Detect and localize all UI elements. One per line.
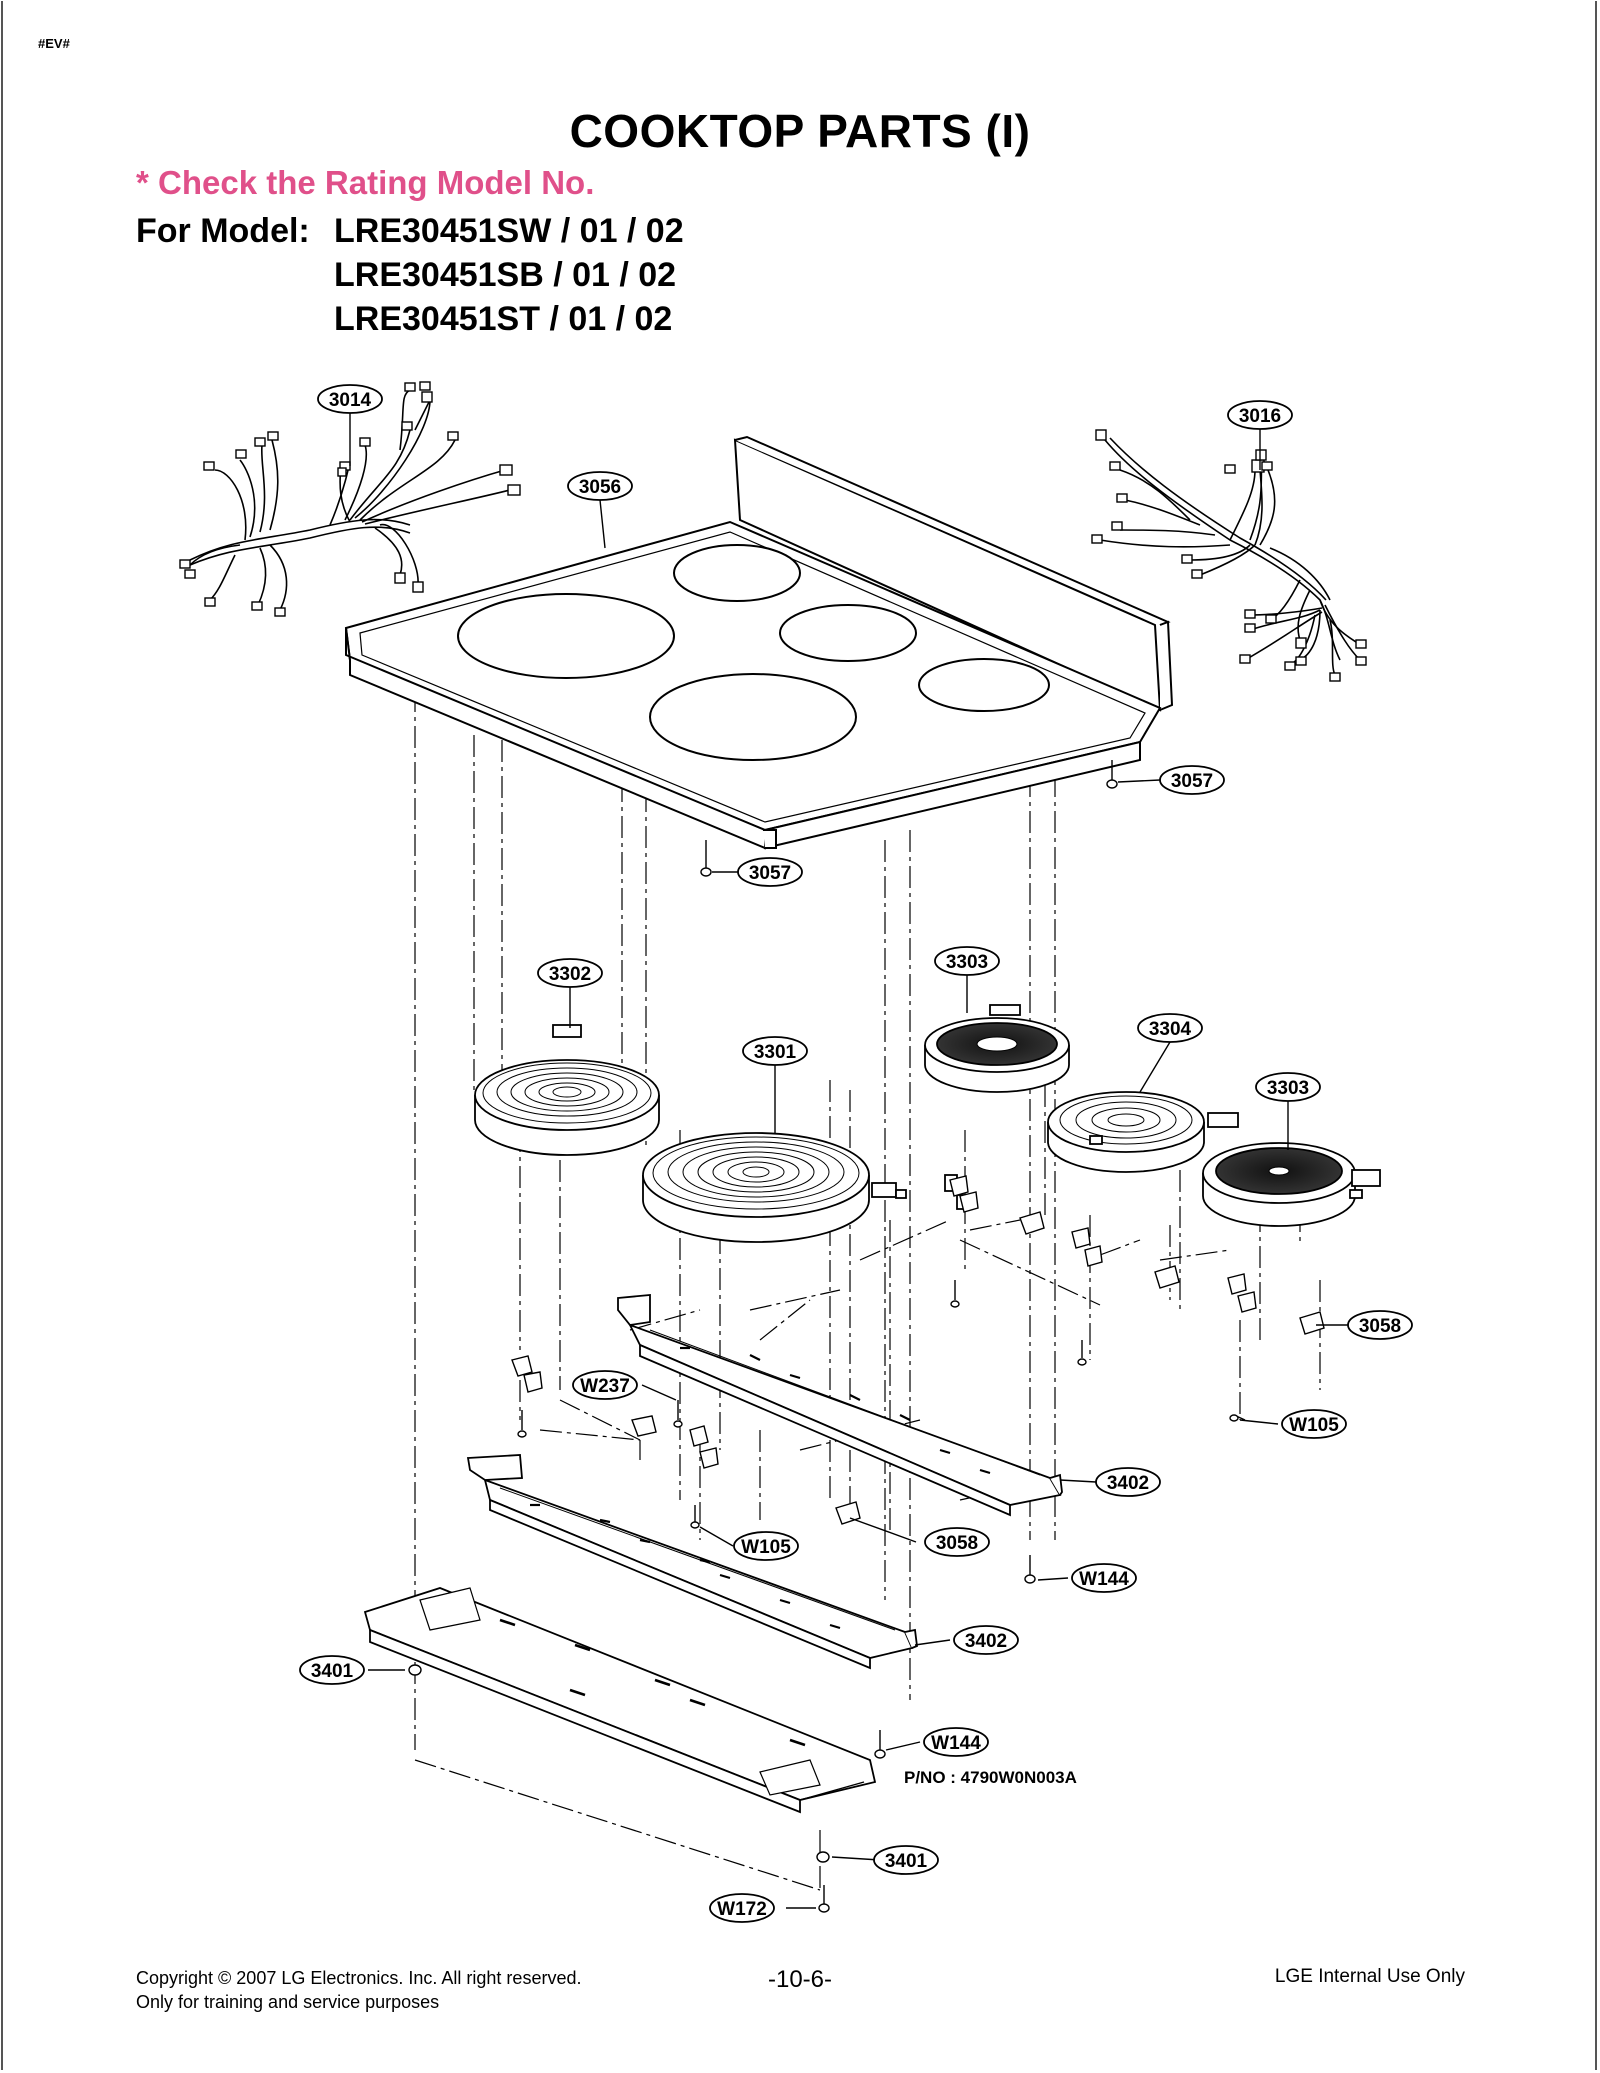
- callout-oval: [737, 857, 803, 887]
- burner-element-3304: [1047, 1091, 1239, 1173]
- wire-connectors-left: [179, 381, 521, 617]
- callout-text: W237: [580, 1376, 630, 1397]
- callout-oval: [742, 1036, 808, 1066]
- callout-3014: 3014: [317, 384, 383, 414]
- callout-oval: [572, 1370, 638, 1400]
- callout-oval: [1159, 765, 1225, 795]
- bracket-upper-3402: [617, 1294, 1063, 1517]
- callout-oval: [317, 384, 383, 414]
- callout-3402: 3402: [953, 1625, 1019, 1655]
- callout-text: 3303: [946, 952, 988, 973]
- callout-3016: 3016: [1227, 400, 1293, 430]
- burner-element-3301: [642, 1132, 970, 1243]
- callout-text: 3058: [1359, 1316, 1401, 1337]
- copyright-text: Copyright © 2007 LG Electronics. Inc. Al…: [136, 1968, 582, 1988]
- callout-oval: [924, 1527, 990, 1557]
- callout-w105: W105: [733, 1531, 799, 1561]
- document-tag: #EV#: [38, 36, 70, 51]
- page-title: COOKTOP PARTS (I): [569, 105, 1031, 157]
- callout-oval: [299, 1655, 365, 1685]
- callout-3302: 3302: [537, 958, 603, 988]
- callout-3303: 3303: [1255, 1072, 1321, 1102]
- callout-oval: [1071, 1563, 1137, 1593]
- callout-oval: [537, 958, 603, 988]
- callout-text: 3057: [1171, 771, 1213, 792]
- callout-oval: [709, 1893, 775, 1923]
- leader-lines: [349, 412, 1348, 1909]
- callout-text: 3016: [1239, 406, 1281, 427]
- burner-element-3303-bottom: [1202, 1142, 1381, 1227]
- callout-w105: W105: [1281, 1409, 1347, 1439]
- callout-text: W144: [931, 1733, 981, 1754]
- callout-oval: [1347, 1310, 1413, 1340]
- callout-3058: 3058: [1347, 1310, 1413, 1340]
- internal-use-label: LGE Internal Use Only: [1274, 1966, 1465, 1987]
- callout-3057: 3057: [1159, 765, 1225, 795]
- callout-3402: 3402: [1095, 1467, 1161, 1497]
- callout-text: 3402: [965, 1631, 1007, 1652]
- callout-text: W144: [1079, 1569, 1129, 1590]
- callout-3303: 3303: [934, 946, 1000, 976]
- callout-w144: W144: [1071, 1563, 1137, 1593]
- callout-text: 3301: [754, 1042, 797, 1063]
- model-line-2: LRE30451SB / 01 / 02: [334, 256, 677, 294]
- callout-w237: W237: [572, 1370, 638, 1400]
- callout-oval: [934, 946, 1000, 976]
- model-label: For Model:: [136, 212, 310, 250]
- callout-text: 3302: [549, 964, 591, 985]
- page-number: -10-6-: [767, 1966, 833, 1993]
- callout-oval: [567, 471, 633, 501]
- callout-text: 3303: [1267, 1078, 1309, 1099]
- callout-text: W105: [741, 1537, 791, 1558]
- callout-text: 3058: [936, 1533, 978, 1554]
- callout-oval: [873, 1845, 939, 1875]
- burner-element-3303-top: [924, 1004, 1070, 1093]
- rating-note: * Check the Rating Model No.: [136, 164, 595, 201]
- callout-oval: [1137, 1013, 1203, 1043]
- screws-and-clips: [408, 760, 1325, 1913]
- callout-3058: 3058: [924, 1527, 990, 1557]
- bottom-cover-plate: [363, 1587, 877, 1814]
- callout-text: 3401: [311, 1661, 354, 1682]
- callout-oval: [733, 1531, 799, 1561]
- callout-3401: 3401: [299, 1655, 365, 1685]
- burner-element-3302: [474, 1024, 660, 1156]
- callout-3304: 3304: [1137, 1013, 1203, 1043]
- cooktop-glass-top: [344, 435, 1174, 850]
- callout-text: 3056: [579, 477, 621, 498]
- callout-oval: [1255, 1072, 1321, 1102]
- callout-labels: 3014 3016 3056 3057 3057 3302 3303 3301 3304 3303…: [299, 384, 1413, 1923]
- callout-text: 3401: [885, 1851, 928, 1872]
- wire-connectors-right: [1091, 429, 1367, 682]
- callout-w144: W144: [923, 1727, 989, 1757]
- footer-copyright: Copyright © 2007 LG Electronics. Inc. Al…: [136, 1966, 581, 2014]
- callout-text: W105: [1289, 1415, 1339, 1436]
- model-line-1: LRE30451SW / 01 / 02: [334, 212, 684, 250]
- callout-text: W172: [717, 1899, 767, 1920]
- wire-harness-left: [189, 389, 511, 611]
- callout-3057: 3057: [737, 857, 803, 887]
- callout-w172: W172: [709, 1893, 775, 1923]
- callout-3056: 3056: [567, 471, 633, 501]
- wire-harness-right: [1099, 437, 1361, 676]
- callout-oval: [923, 1727, 989, 1757]
- part-number-label: P/NO : 4790W0N003A: [904, 1768, 1077, 1787]
- callout-oval: [1281, 1409, 1347, 1439]
- callout-3401: 3401: [873, 1845, 939, 1875]
- callout-text: 3304: [1149, 1019, 1192, 1040]
- callout-3301: 3301: [742, 1036, 808, 1066]
- callout-text: 3014: [329, 390, 372, 411]
- callout-text: 3057: [749, 863, 791, 884]
- callout-oval: [1227, 400, 1293, 430]
- callout-oval: [1095, 1467, 1161, 1497]
- callout-text: 3402: [1107, 1473, 1149, 1494]
- callout-oval: [953, 1625, 1019, 1655]
- training-text: Only for training and service purposes: [136, 1992, 440, 2012]
- model-line-3: LRE30451ST / 01 / 02: [334, 300, 673, 338]
- bracket-lower-3402: [466, 1454, 918, 1670]
